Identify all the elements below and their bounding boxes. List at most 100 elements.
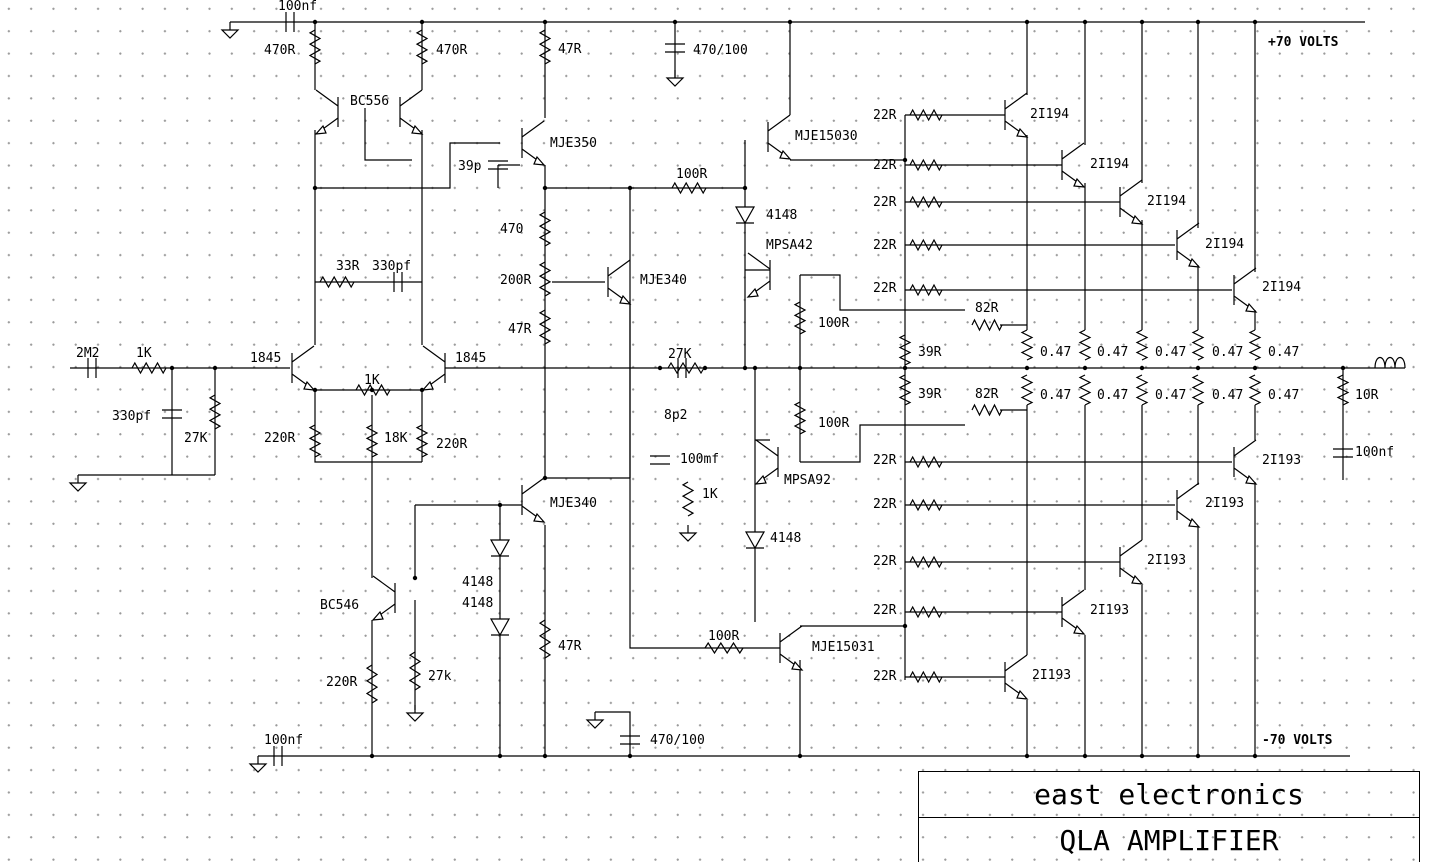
- current-source-label: BC546: [320, 598, 359, 613]
- pre-driver-npn-label: MPSA42: [766, 238, 813, 253]
- npn-base-resistor-2: [909, 158, 943, 172]
- bias-resistor-bottom-label: 39R: [918, 387, 942, 402]
- output-stage-labels: 2I1942I1942I1942I1942I1942I1932I1932I193…: [873, 107, 1301, 684]
- diff-transistor-right: [421, 345, 446, 391]
- vas-emitter-resistor-label: 47R: [558, 42, 582, 57]
- pre-resistor-top: [793, 301, 807, 335]
- npn-emitter-resistor-label-5: 0.47: [1268, 345, 1299, 360]
- npn-base-resistor-label-2: 22R: [873, 158, 897, 173]
- ground-symbol: [220, 22, 240, 39]
- emitter-resistor-top: [971, 318, 1003, 332]
- pnp-base-resistor-1: [909, 455, 943, 469]
- output-npn-1: [1004, 92, 1029, 138]
- driver-npn-transistor: [767, 114, 792, 160]
- resistors: [131, 29, 1350, 704]
- driver-pnp-label: MJE15031: [812, 640, 875, 655]
- input-filter-cap-label: 330pf: [112, 409, 151, 424]
- output-npn-4: [1176, 222, 1201, 268]
- wire-junction: [672, 19, 678, 25]
- wire-junction: [797, 365, 803, 371]
- input-resistor-label: 1K: [136, 346, 152, 361]
- lower-diode-b-label: 4148: [462, 596, 493, 611]
- drawing-title: QLA AMPLIFIER: [919, 817, 1419, 862]
- degeneration-pot-label: 1K: [364, 373, 380, 388]
- output-pnp-4: [1061, 589, 1086, 635]
- mirror-transistor-label: BC556: [350, 94, 389, 109]
- npn-device-label-1: 2I194: [1030, 107, 1069, 122]
- wire-junction: [787, 19, 793, 25]
- npn-device-label-3: 2I194: [1147, 194, 1186, 209]
- wire-junction: [1195, 19, 1201, 25]
- mirror-decoupling-cap: [285, 12, 295, 32]
- npn-base-resistor-4: [909, 238, 943, 252]
- wire-junction: [1195, 365, 1201, 371]
- pnp-device-label-5: 2I193: [1032, 668, 1071, 683]
- driver-base-resistor-top-label: 100R: [676, 167, 707, 182]
- wire-junction: [212, 365, 218, 371]
- ground-symbol: [585, 712, 605, 729]
- bias-transistor-label: MJE340: [640, 273, 687, 288]
- pnp-base-resistor-4: [909, 605, 943, 619]
- bias-pot: [538, 261, 552, 297]
- lower-emitter-resistor-label: 47R: [558, 639, 582, 654]
- output-npn-2: [1061, 142, 1086, 188]
- npn-emitter-resistor-label-3: 0.47: [1155, 345, 1186, 360]
- output-pnp-1: [1233, 439, 1258, 485]
- mirror-resistor-left-label: 470R: [264, 43, 295, 58]
- title-block: east electronics QLA AMPLIFIER: [918, 771, 1420, 862]
- pre-driver-pnp-transistor: [754, 439, 779, 485]
- bias-top-label: 470: [500, 222, 523, 237]
- mirror-resistor-right-label: 470R: [436, 43, 467, 58]
- positive-rail-label: +70 VOLTS: [1268, 35, 1339, 50]
- ground-symbol: [248, 756, 268, 773]
- bias-bottom-label: 47R: [508, 322, 532, 337]
- diff-transistor-left: [291, 345, 316, 391]
- wire-junction: [902, 365, 908, 371]
- pnp-emitter-resistor-2: [1078, 374, 1092, 406]
- feedback-ground-cap: [650, 455, 670, 465]
- wire-junction: [542, 185, 548, 191]
- diff-right-transistor-label: 1845: [455, 351, 486, 366]
- wire-junction: [419, 387, 425, 393]
- pnp-base-resistor-2: [909, 498, 943, 512]
- ground-symbol: [665, 70, 685, 87]
- driver-base-resistor-top: [671, 181, 707, 195]
- pnp-emitter-resistor-5: [1248, 374, 1262, 406]
- wire-junction: [627, 753, 633, 759]
- wire-junction: [369, 387, 375, 393]
- wire-junction: [1252, 19, 1258, 25]
- npn-emitter-resistor-label-2: 0.47: [1097, 345, 1128, 360]
- feedback-ground-res-label: 1K: [702, 487, 718, 502]
- pnp-base-resistor-label-4: 22R: [873, 603, 897, 618]
- lower-transistor-label: MJE340: [550, 496, 597, 511]
- wire-junction: [1139, 365, 1145, 371]
- feedback-cap-label: 8p2: [664, 408, 687, 423]
- driver-base-resistor-bottom: [704, 641, 744, 655]
- wire-junction: [1082, 365, 1088, 371]
- output-npn-3: [1119, 179, 1144, 225]
- input-filter-cap: [162, 409, 182, 419]
- npn-device-label-5: 2I194: [1262, 280, 1301, 295]
- mirror-transistor-left: [314, 89, 339, 135]
- npn-emitter-resistor-5: [1248, 329, 1262, 361]
- wire-junction: [1252, 753, 1258, 759]
- diff-left-transistor-label: 1845: [250, 351, 281, 366]
- driver-diode-top: [734, 206, 756, 225]
- ground-symbol: [405, 705, 425, 722]
- wire-junction: [369, 753, 375, 759]
- pnp-emitter-resistor-4: [1191, 374, 1205, 406]
- wire-junction: [419, 19, 425, 25]
- npn-emitter-resistor-2: [1078, 329, 1092, 361]
- pnp-emitter-resistor-label-4: 0.47: [1212, 388, 1243, 403]
- wire-junction: [1340, 365, 1346, 371]
- wire-junction: [797, 753, 803, 759]
- driver-npn-label: MJE15030: [795, 129, 858, 144]
- wire-junction: [742, 365, 748, 371]
- feedback-resistor-label: 27K: [668, 347, 692, 362]
- output-pnp-5: [1004, 654, 1029, 700]
- lower-decoupling-cap: [273, 746, 283, 766]
- driver-diode-bottom: [744, 531, 766, 550]
- wire-junction: [169, 365, 175, 371]
- pre-resistor-bottom: [793, 401, 807, 435]
